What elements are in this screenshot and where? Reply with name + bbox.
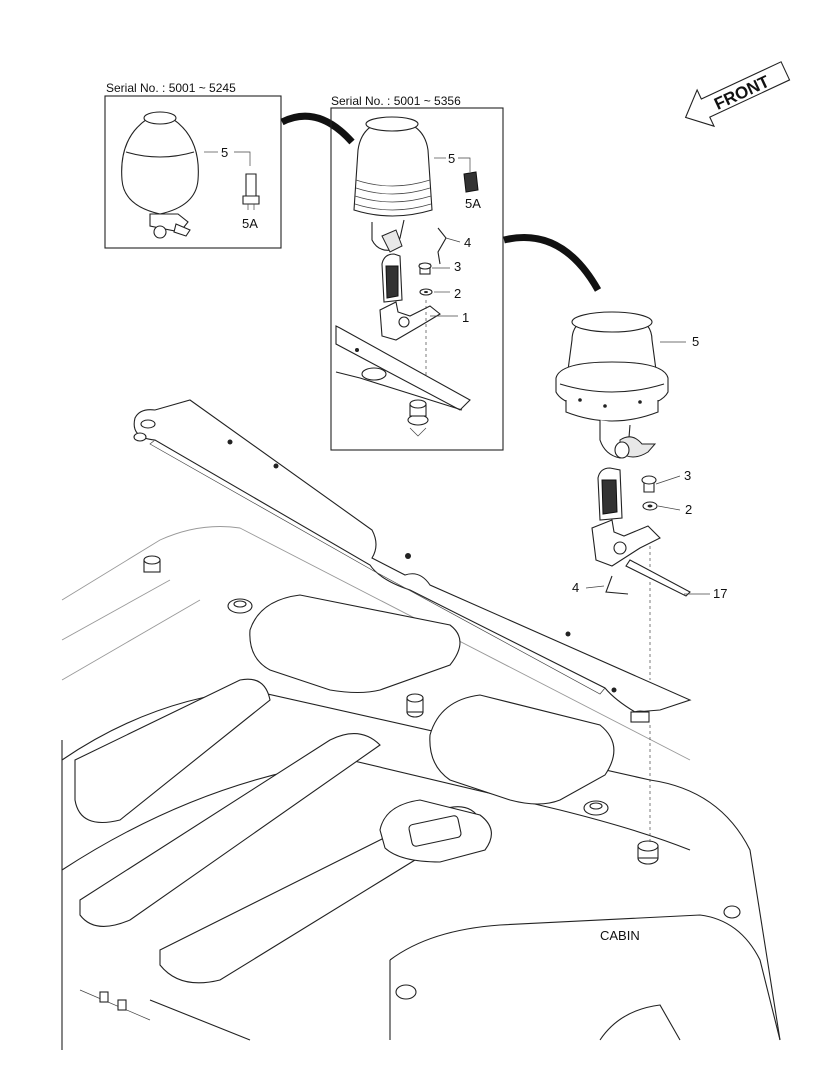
cabin-roof [61,526,781,1050]
inset2-callout-4: 4 [464,235,471,250]
main-callout-17: 17 [713,586,727,601]
inset2-callout-5a: 5A [465,196,481,211]
inset2-callout-1: 1 [462,310,469,325]
mounting-bar [133,399,692,723]
main-callout-4: 4 [572,580,579,595]
main-callout-2: 2 [685,502,692,517]
main-callouts: 5 3 2 4 17 [572,334,727,601]
inset1-callout-5a: 5A [242,216,258,231]
inset-serial-5001-5245: Serial No. : 5001 ~ 5245 5 5A [104,81,282,249]
inset1-serial-label: Serial No. : 5001 ~ 5245 [106,81,236,95]
inset2-callout-3: 3 [454,259,461,274]
main-mount-bracket [591,467,691,597]
main-callout-5: 5 [692,334,699,349]
front-arrow: FRONT [684,61,791,128]
main-callout-3: 3 [684,468,691,483]
cabin-label: CABIN [600,928,640,943]
inset-serial-5001-5356: Serial No. : 5001 ~ 5356 4 3 2 1 [330,94,504,451]
inset1-callout-5: 5 [221,145,228,160]
inset2-callout-2: 2 [454,286,461,301]
inset2-serial-label: Serial No. : 5001 ~ 5356 [331,94,461,108]
inset2-callout-5: 5 [448,151,455,166]
front-label: FRONT [711,72,773,114]
main-beacon [555,311,669,459]
